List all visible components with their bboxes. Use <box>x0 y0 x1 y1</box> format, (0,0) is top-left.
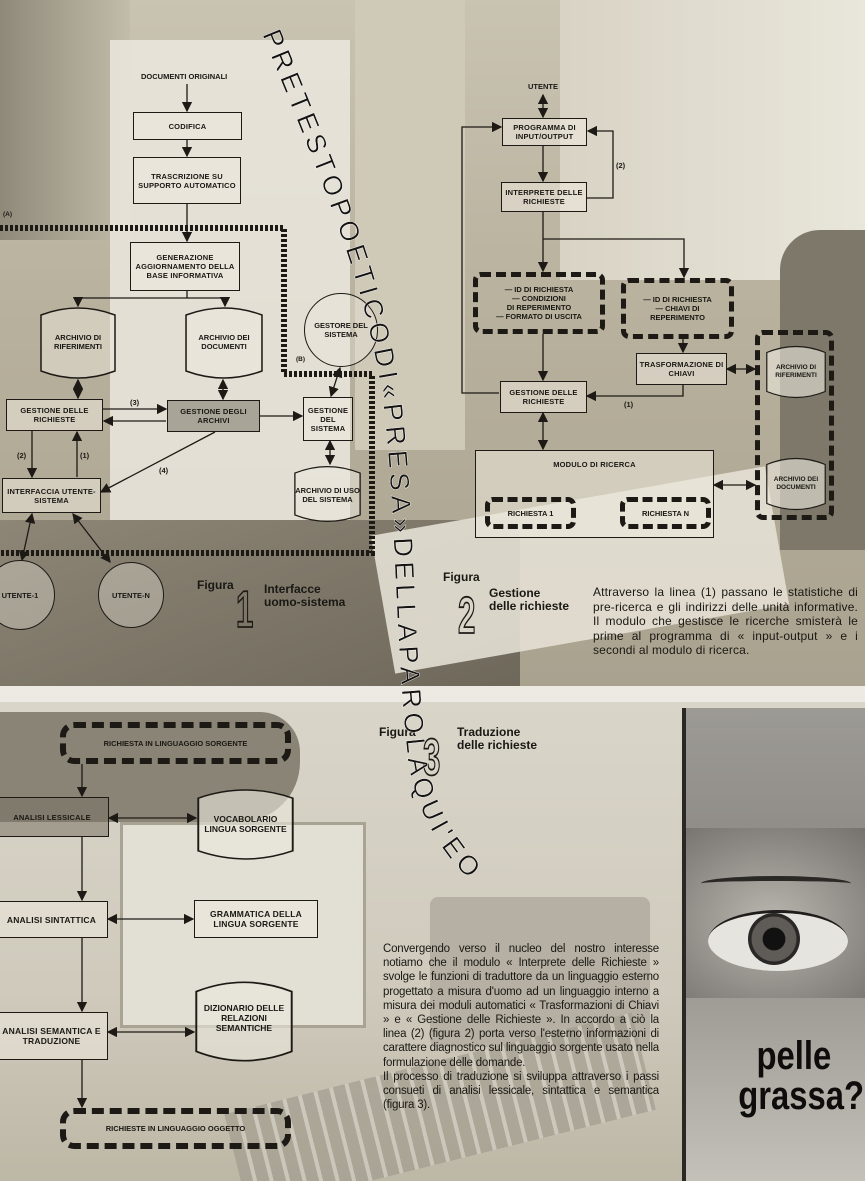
archives-region <box>755 330 834 520</box>
trasformazione-box: TRASFORMAZIONE DI CHIAVI <box>636 353 727 385</box>
figure-2-word: Figura <box>443 570 480 584</box>
dizionario-cylinder: DIZIONARIO DELLE RELAZIONI SEMANTICHE <box>195 980 293 1063</box>
cylinder-label: ARCHIVIO DEI DOCUMENTI <box>198 332 250 351</box>
arrow <box>99 431 216 493</box>
body-text: Convergendo verso il nucleo del nostro i… <box>383 942 659 1112</box>
richiesta-1-block: RICHIESTA 1 <box>485 497 576 529</box>
title-line: uomo-sistema <box>264 595 346 609</box>
field-line: — ID DI RICHIESTA <box>504 285 574 294</box>
gestione-richieste-box: GESTIONE DELLE RICHIESTE <box>500 381 587 413</box>
field-line: — CONDIZIONI <box>512 294 566 303</box>
figure-3-title: Traduzione delle richieste <box>457 726 537 752</box>
figure-2-title: Gestione delle richieste <box>489 587 569 613</box>
gestione-archivi-box: GESTIONE DEGLI ARCHIVI <box>167 400 260 432</box>
region-b-label: (B) <box>296 356 306 363</box>
field-line: — CHIAVI DI <box>655 304 700 313</box>
figure-1-number: 1 <box>235 581 254 639</box>
line-3-label: (3) <box>130 398 140 407</box>
oggetto-pill: RICHIESTE IN LINGUAGGIO OGGETTO <box>60 1108 291 1149</box>
archivio-riferimenti-cylinder: ARCHIVIO DI RIFERIMENTI <box>40 307 116 379</box>
title-line: Interfacce <box>264 582 321 596</box>
region-a-label: (A) <box>3 211 13 218</box>
arrow <box>328 366 343 398</box>
cylinder-label: ARCHIVIO DI RIFERIMENTI <box>54 332 102 351</box>
advert-headline: pelle grassa? <box>700 1036 864 1116</box>
grammatica-box: GRAMMATICA DELLA LINGUA SORGENTE <box>194 900 318 938</box>
line-2-label: (2) <box>616 161 626 170</box>
photo-shadow <box>0 0 130 240</box>
gestione-richieste-box: GESTIONE DELLE RICHIESTE <box>6 399 103 431</box>
gestione-sistema-box: GESTIONE DEL SISTEMA <box>303 397 353 441</box>
cylinder-label: ARCHIVIO DI USO DEL SISTEMA <box>295 485 360 504</box>
title-line: delle richieste <box>457 738 538 752</box>
utente-label: UTENTE <box>528 82 558 91</box>
modulo-ricerca-box: MODULO DI RICERCA <box>475 450 714 538</box>
programma-io-box: PROGRAMMA DI INPUT/OUTPUT <box>502 118 587 146</box>
gestore-sistema-circle: GESTORE DEL SISTEMA <box>304 293 378 367</box>
richiesta-n-block: RICHIESTA N <box>620 497 711 529</box>
key-fields-block: — ID DI RICHIESTA — CHIAVI DI REPERIMENT… <box>621 278 734 339</box>
field-line: REPERIMENTO <box>650 313 705 322</box>
title-line: delle richieste <box>489 599 570 613</box>
arrow <box>72 291 188 308</box>
archivio-documenti-cylinder: ARCHIVIO DEI DOCUMENTI <box>185 307 263 379</box>
codifica-box: CODIFICA <box>133 112 242 140</box>
title-line: Traduzione <box>457 725 521 739</box>
eye-iris <box>748 913 800 965</box>
body-paragraph: Il processo di traduzione si sviluppa at… <box>383 1070 659 1112</box>
arrow <box>585 385 684 402</box>
analisi-sintattica-box: ANALISI SINTATTICA <box>0 901 108 938</box>
headline-line: grassa? <box>738 1074 864 1118</box>
cylinder-label: ARCHIVIO DI RIFERIMENTI <box>775 364 817 380</box>
figure-3-number: 3 <box>422 729 441 787</box>
generazione-box: GENERAZIONE AGGIORNAMENTO DELLA BASE INF… <box>130 242 240 291</box>
photo-wall <box>355 0 465 450</box>
field-line: — ID DI RICHIESTA <box>643 295 712 304</box>
field-line: DI REPERIMENTO <box>506 303 572 312</box>
figure-2-number: 2 <box>457 587 476 645</box>
arrow <box>187 296 231 308</box>
line-1-label: (1) <box>80 451 90 460</box>
arrow <box>543 238 690 279</box>
line-2-label: (2) <box>17 451 27 460</box>
eyebrow <box>701 876 851 891</box>
body-paragraph: Convergendo verso il nucleo del nostro i… <box>383 943 659 1069</box>
trascrizione-box: TRASCRIZIONE SU SUPPORTO AUTOMATICO <box>133 157 241 204</box>
advert-panel: pelle grassa? <box>682 708 865 1181</box>
interprete-box: INTERPRETE DELLE RICHIESTE <box>501 182 587 212</box>
analisi-lessicale-box: ANALISI LESSICALE <box>0 797 109 837</box>
arrow <box>586 125 614 199</box>
documenti-originali-label: DOCUMENTI ORIGINALI <box>141 72 228 81</box>
archivio-documenti-cylinder: ARCHIVIO DEI DOCUMENTI <box>766 457 826 511</box>
line-1-label: (1) <box>624 400 634 409</box>
utente-n-circle: UTENTE-N <box>98 562 164 628</box>
figure-3-word: Figura <box>379 725 416 739</box>
figure-1-word: Figura <box>197 578 234 592</box>
page-divider <box>0 686 865 702</box>
sorgente-pill: RICHIESTA IN LINGUAGGIO SORGENTE <box>60 722 291 764</box>
cylinder-label: DIZIONARIO DELLE RELAZIONI SEMANTICHE <box>203 1003 285 1034</box>
line-4-label: (4) <box>159 466 169 475</box>
archivio-riferimenti-cylinder: ARCHIVIO DI RIFERIMENTI <box>766 345 826 399</box>
request-fields-block: — ID DI RICHIESTA — CONDIZIONI DI REPERI… <box>473 272 605 334</box>
field-line: — FORMATO DI USCITA <box>496 312 582 321</box>
arrow <box>461 121 503 394</box>
cylinder-label: ARCHIVIO DEI DOCUMENTI <box>773 476 819 492</box>
interfaccia-box: INTERFACCIA UTENTE-SISTEMA <box>2 478 101 513</box>
cylinder-label: VOCABOLARIO LINGUA SORGENTE <box>204 814 287 835</box>
region-boundary <box>0 225 375 556</box>
title-line: Gestione <box>489 586 541 600</box>
archivio-uso-cylinder: ARCHIVIO DI USO DEL SISTEMA <box>294 465 361 523</box>
figure-1-title: Interfacce uomo-sistema <box>264 583 345 609</box>
vocabolario-cylinder: VOCABOLARIO LINGUA SORGENTE <box>197 788 294 861</box>
analisi-semantica-box: ANALISI SEMANTICA E TRADUZIONE <box>0 1012 108 1060</box>
headline-line: pelle <box>756 1034 832 1078</box>
figure-2-caption: Attraverso la linea (1) passano le stati… <box>593 585 858 658</box>
